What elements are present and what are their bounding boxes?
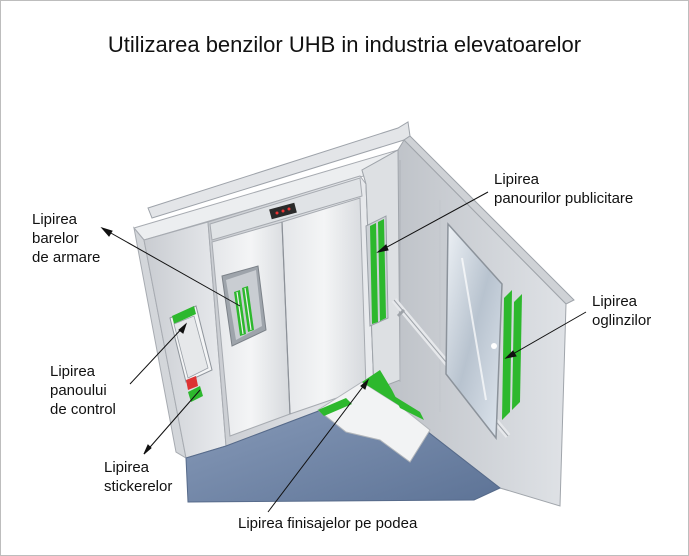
pointer-control [129,323,187,385]
arrowhead-bars [100,227,113,237]
ad-panel-tapes [365,215,389,327]
arrowhead-floor [360,378,370,390]
pointer-stickers [143,389,201,455]
floor [185,370,501,503]
arrowhead-stickers [143,444,152,455]
pointer-lines [100,191,587,513]
label-stickers: Lipirea stickerelor [104,459,173,495]
arrowhead-ads [376,244,389,253]
label-mirrors: Lipirea oglinzilor [592,293,652,329]
label-control: Lipirea panoului de control [50,363,116,418]
pointer-floor [267,379,369,513]
pointer-bars [101,227,241,307]
arrowhead-control [178,322,188,334]
mirror-tapes [502,290,522,420]
pointer-ads [377,191,489,253]
label-floor: Lipirea finisajelor pe podea [238,515,418,532]
diagram-title: Utilizarea benzilor UHB in industria ele… [107,32,582,57]
pointer-mirrors [505,311,587,359]
mirror [445,222,503,441]
cabin-top-rim [147,121,575,305]
arrowhead-mirrors [504,350,517,359]
label-bars: Lipirea barelor de armare [32,211,101,266]
reinforcement-bars-cutout [221,265,267,347]
label-ads: Lipirea panourilor publicitare [494,171,634,207]
